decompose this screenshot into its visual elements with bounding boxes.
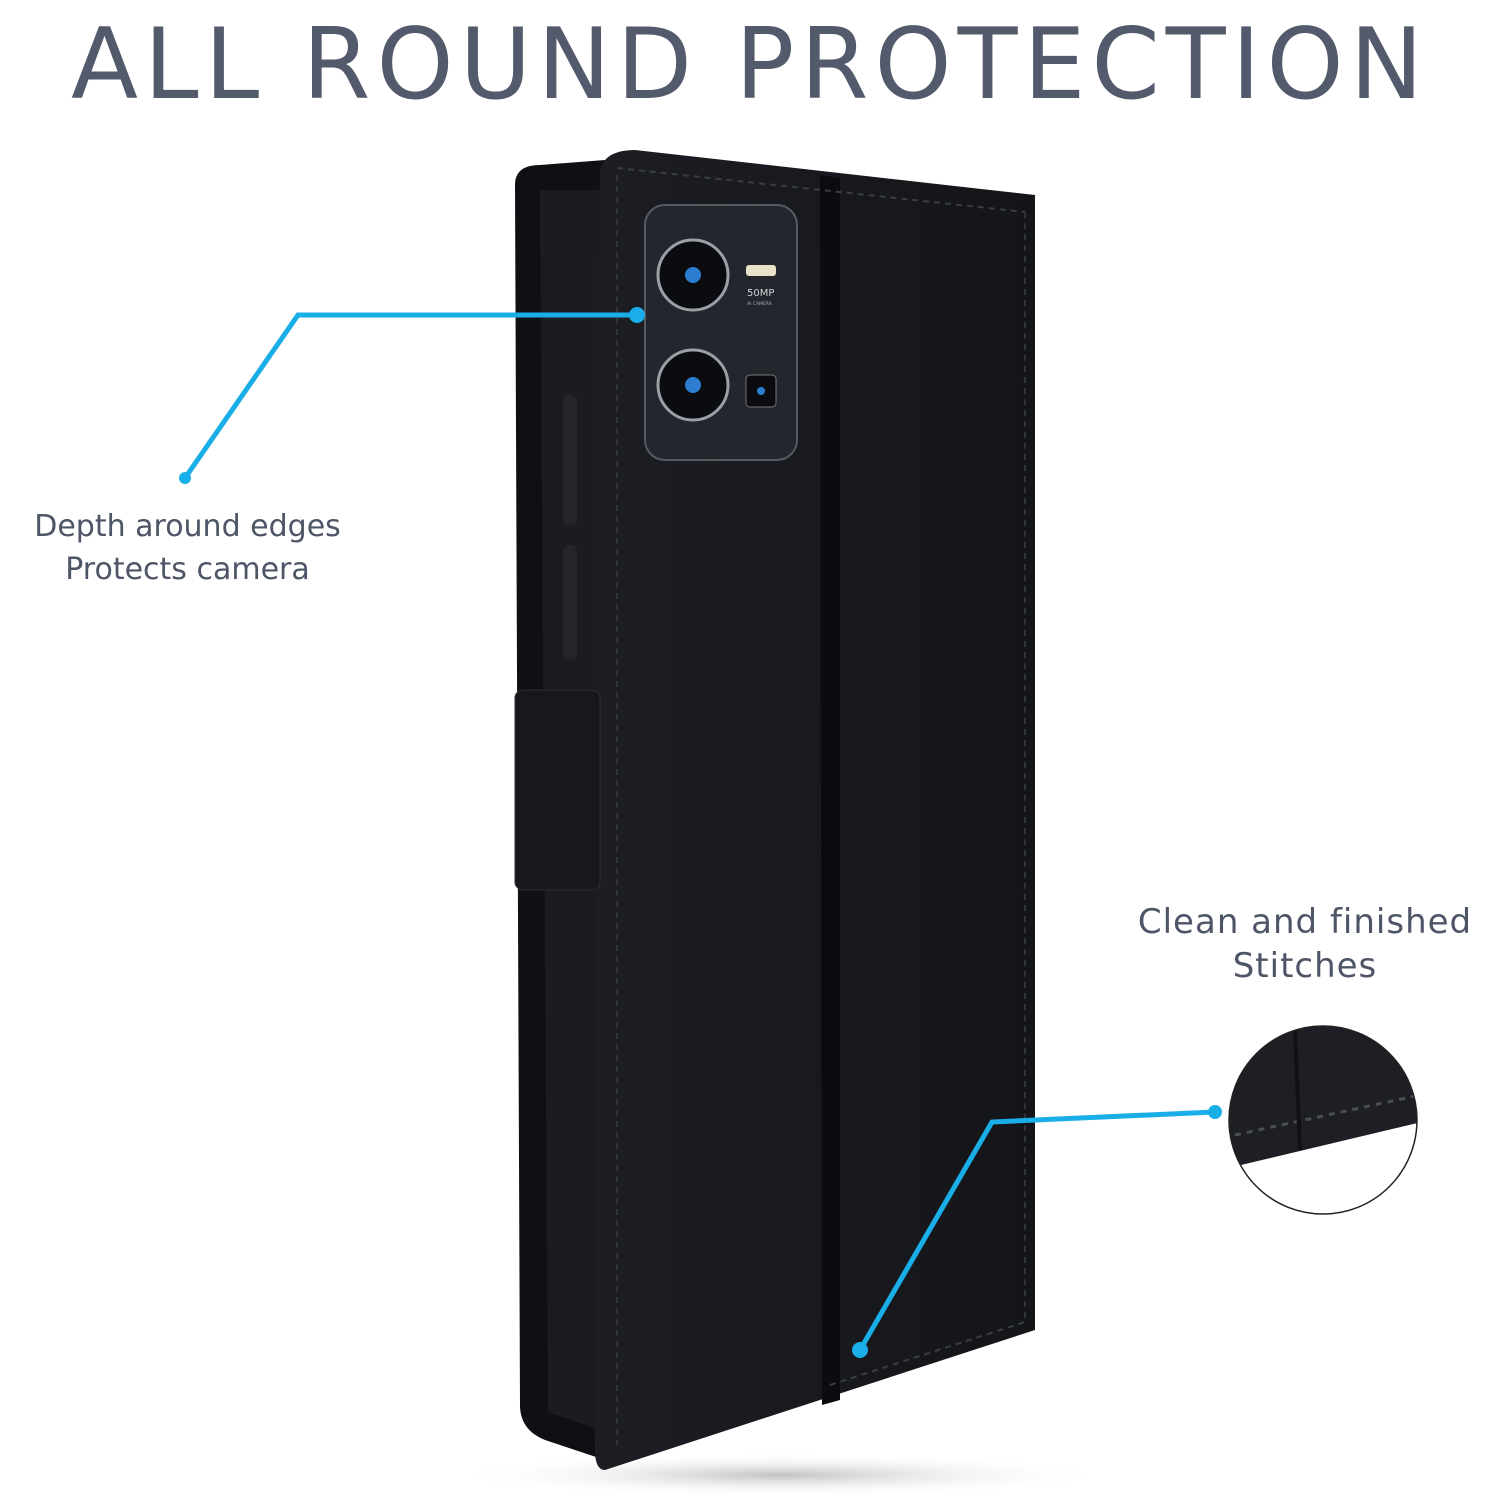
camera-module: 50MP AI CAMERA	[644, 204, 798, 461]
stitch-detail-zoom	[1229, 1026, 1417, 1214]
callout-line-camera	[182, 312, 637, 480]
callout-stitches-text: Clean and finished Stitches	[1120, 900, 1490, 988]
callout-dot	[629, 307, 645, 323]
case-spine	[820, 175, 840, 1405]
callout-camera-text: Depth around edges Protects camera	[20, 505, 355, 591]
case-back-panel	[595, 150, 1035, 1470]
callout-line2: Stitches	[1232, 946, 1378, 986]
flash-icon	[746, 265, 776, 276]
page-title: ALL ROUND PROTECTION	[70, 8, 1429, 122]
case-shadow	[450, 1453, 1110, 1497]
phone-side-button	[563, 545, 577, 660]
callout-line2: Protects camera	[65, 552, 310, 587]
camera-sublabel: AI CAMERA	[747, 301, 773, 307]
callout-dot	[179, 472, 191, 484]
callout-dot	[1208, 1105, 1222, 1119]
camera-label: 50MP	[747, 288, 774, 299]
callout-line1: Clean and finished	[1137, 902, 1473, 942]
callout-dot	[852, 1342, 868, 1358]
callout-line-stitches	[857, 1109, 1216, 1352]
phone-side-button	[563, 395, 577, 525]
callout-line1: Depth around edges	[34, 509, 341, 544]
magnetic-clasp	[514, 689, 601, 891]
